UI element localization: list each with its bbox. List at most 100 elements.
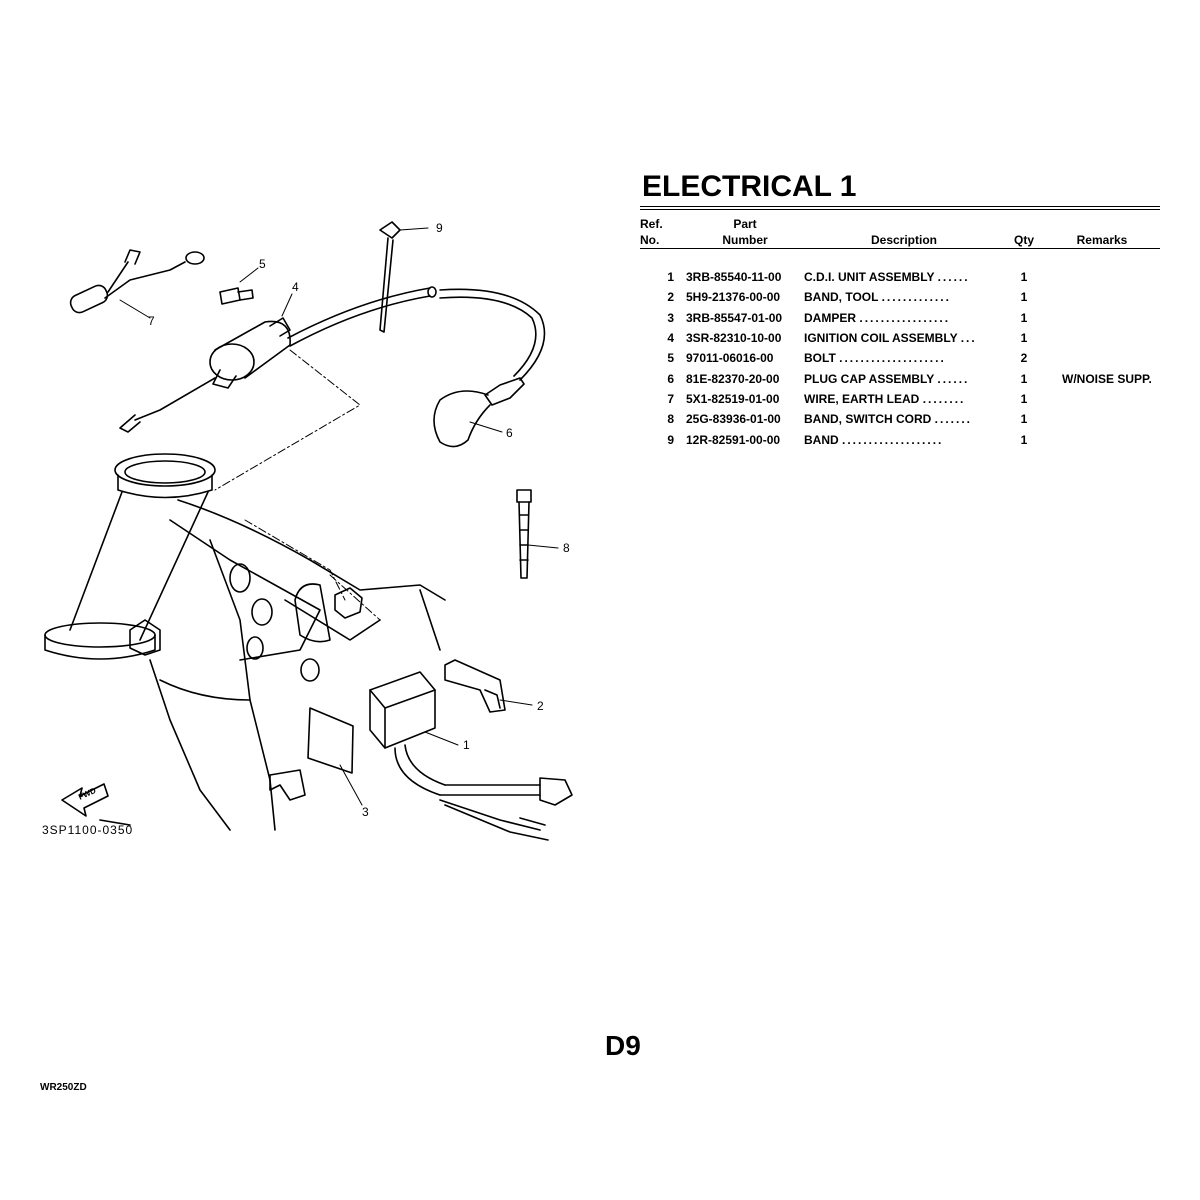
table-header-row-1: Ref. Part xyxy=(640,215,1160,231)
table-row: 8 25G-83936-01-00 BAND, SWITCH CORD ....… xyxy=(640,409,1160,429)
callout-5: 5 xyxy=(259,257,266,271)
earth-lead-wire xyxy=(69,249,205,314)
table-row: 3 3RB-85547-01-00 DAMPER ...............… xyxy=(640,308,1160,328)
cell-leader-dots: ...... xyxy=(937,270,970,285)
cell-ref: 2 xyxy=(667,290,674,305)
cell-description: BAND, SWITCH CORD xyxy=(804,412,932,427)
cell-ref: 4 xyxy=(667,331,674,346)
cell-part-number: 97011-06016-00 xyxy=(686,351,774,366)
cdi-unit-drawing xyxy=(369,671,573,841)
cell-description: C.D.I. UNIT ASSEMBLY xyxy=(804,270,935,285)
cell-description: WIRE, EARTH LEAD xyxy=(804,391,920,406)
cell-leader-dots: ........ xyxy=(922,391,966,406)
cell-leader-dots: ... xyxy=(960,331,977,346)
fwd-arrow-icon: FWD xyxy=(61,783,109,817)
cell-part-number: 3RB-85547-01-00 xyxy=(686,310,783,325)
callout-4: 4 xyxy=(292,280,299,294)
cell-description: DAMPER xyxy=(804,310,857,325)
cell-description: BOLT xyxy=(804,351,836,366)
cell-ref: 1 xyxy=(667,270,674,285)
damper-drawing xyxy=(307,707,354,774)
cell-remarks xyxy=(1044,267,1160,287)
callout-leaders xyxy=(119,227,559,806)
cell-remarks xyxy=(1044,409,1160,429)
cell-remarks xyxy=(1044,348,1160,368)
page-number: D9 xyxy=(605,1030,641,1061)
tool-band-drawing xyxy=(444,659,506,713)
switch-cord-band-drawing xyxy=(516,489,532,579)
header-description: Description xyxy=(804,231,1004,249)
cell-remarks xyxy=(1044,308,1160,328)
cell-qty: 1 xyxy=(1020,412,1028,427)
callout-3: 3 xyxy=(362,805,369,819)
cell-ref: 3 xyxy=(667,310,674,325)
table-row: 4 3SR-82310-10-00 IGNITION COIL ASSEMBLY… xyxy=(640,328,1160,348)
callout-2: 2 xyxy=(537,699,544,713)
plug-cap-drawing xyxy=(287,286,546,448)
band-drawing xyxy=(379,221,401,333)
cell-ref: 6 xyxy=(667,371,674,386)
title-rule xyxy=(640,206,1160,210)
parts-table: Ref. Part No. Number Description Qty Rem… xyxy=(640,215,1160,450)
cell-qty: 1 xyxy=(1020,371,1028,386)
cell-leader-dots: ................... xyxy=(842,432,944,447)
cell-remarks: W/NOISE SUPP. xyxy=(1062,371,1152,386)
table-row: 7 5X1-82519-01-00 WIRE, EARTH LEAD .....… xyxy=(640,389,1160,409)
cell-description: BAND xyxy=(804,432,839,447)
cell-part-number: 5H9-21376-00-00 xyxy=(686,290,781,305)
cell-ref: 9 xyxy=(667,432,674,447)
cell-description: BAND, TOOL xyxy=(804,290,879,305)
parts-diagram: 1 2 3 4 5 6 7 8 9 FWD 3SP1100-0350 xyxy=(0,0,600,900)
cell-leader-dots: ................. xyxy=(859,310,951,325)
cell-part-number: 12R-82591-00-00 xyxy=(686,432,781,447)
cell-qty: 1 xyxy=(1020,331,1028,346)
cell-part-number: 5X1-82519-01-00 xyxy=(686,391,780,406)
cell-part-number: 81E-82370-20-00 xyxy=(686,371,780,386)
cell-part-number: 25G-83936-01-00 xyxy=(686,412,781,427)
cell-ref: 5 xyxy=(667,351,674,366)
cell-ref: 7 xyxy=(667,391,674,406)
table-row: 1 3RB-85540-11-00 C.D.I. UNIT ASSEMBLY .… xyxy=(640,267,1160,287)
assembly-lines xyxy=(214,349,381,621)
cell-leader-dots: ....... xyxy=(934,412,973,427)
cell-description: PLUG CAP ASSEMBLY xyxy=(804,371,935,386)
table-row: 6 81E-82370-20-00 PLUG CAP ASSEMBLY ....… xyxy=(640,368,1160,388)
cell-remarks xyxy=(1044,287,1160,307)
header-part: Part xyxy=(733,217,757,231)
callout-7: 7 xyxy=(148,314,155,328)
bolt-drawing xyxy=(219,287,254,305)
callout-9: 9 xyxy=(436,221,443,235)
cell-qty: 1 xyxy=(1020,391,1028,406)
ignition-coil-drawing xyxy=(119,317,291,433)
frame-drawing xyxy=(44,453,446,831)
page-title: ELECTRICAL 1 xyxy=(642,170,857,203)
header-ref: Ref. xyxy=(640,217,663,231)
table-row: 9 12R-82591-00-00 BAND .................… xyxy=(640,429,1160,449)
cell-qty: 1 xyxy=(1020,270,1028,285)
cell-leader-dots: .................... xyxy=(839,351,946,366)
cell-description: IGNITION COIL ASSEMBLY xyxy=(804,331,958,346)
cell-qty: 1 xyxy=(1020,290,1028,305)
callout-6: 6 xyxy=(506,426,513,440)
table-header-row-2: No. Number Description Qty Remarks xyxy=(640,231,1160,249)
cell-remarks xyxy=(1044,328,1160,348)
cell-remarks xyxy=(1044,389,1160,409)
cell-leader-dots: ...... xyxy=(937,371,970,386)
callout-8: 8 xyxy=(563,541,570,555)
header-number: Number xyxy=(680,231,804,249)
header-no: No. xyxy=(640,231,680,249)
table-row: 5 97011-06016-00 BOLT ..................… xyxy=(640,348,1160,368)
cell-qty: 2 xyxy=(1020,351,1028,366)
model-code: WR250ZD xyxy=(40,1082,87,1093)
header-qty: Qty xyxy=(1004,231,1044,249)
table-row: 2 5H9-21376-00-00 BAND, TOOL ...........… xyxy=(640,287,1160,307)
drawing-code: 3SP1100-0350 xyxy=(42,823,133,837)
cell-leader-dots: ............. xyxy=(881,290,951,305)
cell-part-number: 3SR-82310-10-00 xyxy=(686,331,782,346)
cell-qty: 1 xyxy=(1020,310,1028,325)
cell-ref: 8 xyxy=(667,412,674,427)
callout-1: 1 xyxy=(463,738,470,752)
header-remarks: Remarks xyxy=(1044,231,1160,249)
cell-part-number: 3RB-85540-11-00 xyxy=(686,270,782,285)
cell-qty: 1 xyxy=(1020,432,1028,447)
